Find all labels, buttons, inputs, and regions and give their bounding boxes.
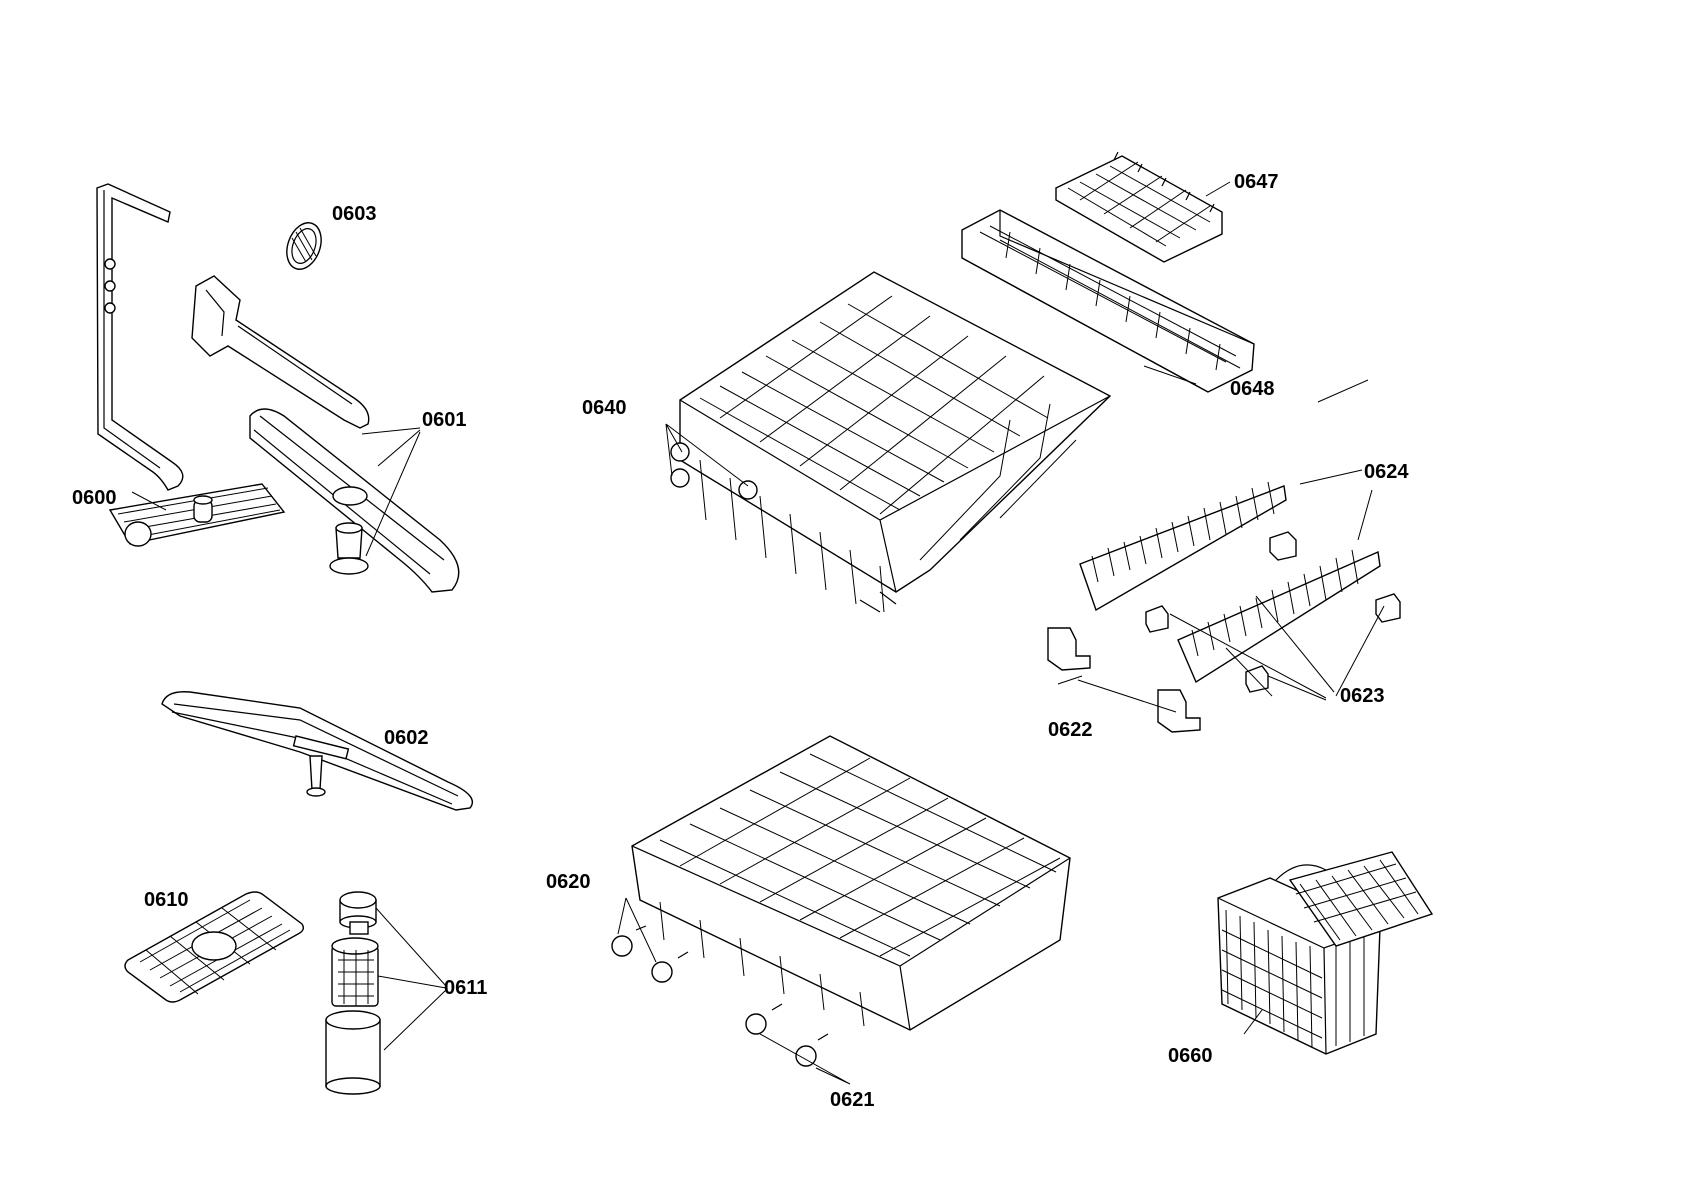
label-0620: 0620 xyxy=(546,871,591,893)
part-0610-filter-screen xyxy=(124,891,305,1003)
part-labels: 0647 0603 0648 0640 0601 0624 0600 0623 … xyxy=(72,171,1409,1111)
part-0660-cutlery-basket xyxy=(1217,851,1434,1055)
part-0620-lower-rack xyxy=(611,735,1071,1067)
leader-lines xyxy=(131,181,1385,1085)
label-0611: 0611 xyxy=(444,977,487,999)
part-0648-cutlery-tray xyxy=(961,209,1255,393)
label-0621: 0621 xyxy=(830,1089,875,1111)
part-0640-upper-rack xyxy=(670,271,1112,613)
label-0622: 0622 xyxy=(1048,719,1093,741)
label-0603: 0603 xyxy=(332,203,377,225)
label-0624: 0624 xyxy=(1364,461,1409,483)
label-0601: 0601 xyxy=(422,409,467,431)
label-0602: 0602 xyxy=(384,727,429,749)
label-0647: 0647 xyxy=(1234,171,1279,193)
part-0647-rack-insert xyxy=(1055,151,1223,263)
part-0624-tine-rows xyxy=(1079,481,1381,684)
part-0603-nozzle xyxy=(286,222,322,270)
label-0600: 0600 xyxy=(72,487,117,509)
label-0640: 0640 xyxy=(582,397,627,419)
part-0602-lower-arm xyxy=(161,691,474,811)
part-0623-clips xyxy=(1145,531,1401,693)
label-0610: 0610 xyxy=(144,889,189,911)
label-0660: 0660 xyxy=(1168,1045,1213,1067)
label-0623: 0623 xyxy=(1340,685,1385,707)
part-0600-supply-tube xyxy=(96,183,286,547)
part-0622-end-caps xyxy=(1047,627,1201,733)
label-0648: 0648 xyxy=(1230,378,1275,400)
part-0611-micro-filter xyxy=(325,891,381,1095)
part-0601-upper-arm xyxy=(191,275,460,593)
